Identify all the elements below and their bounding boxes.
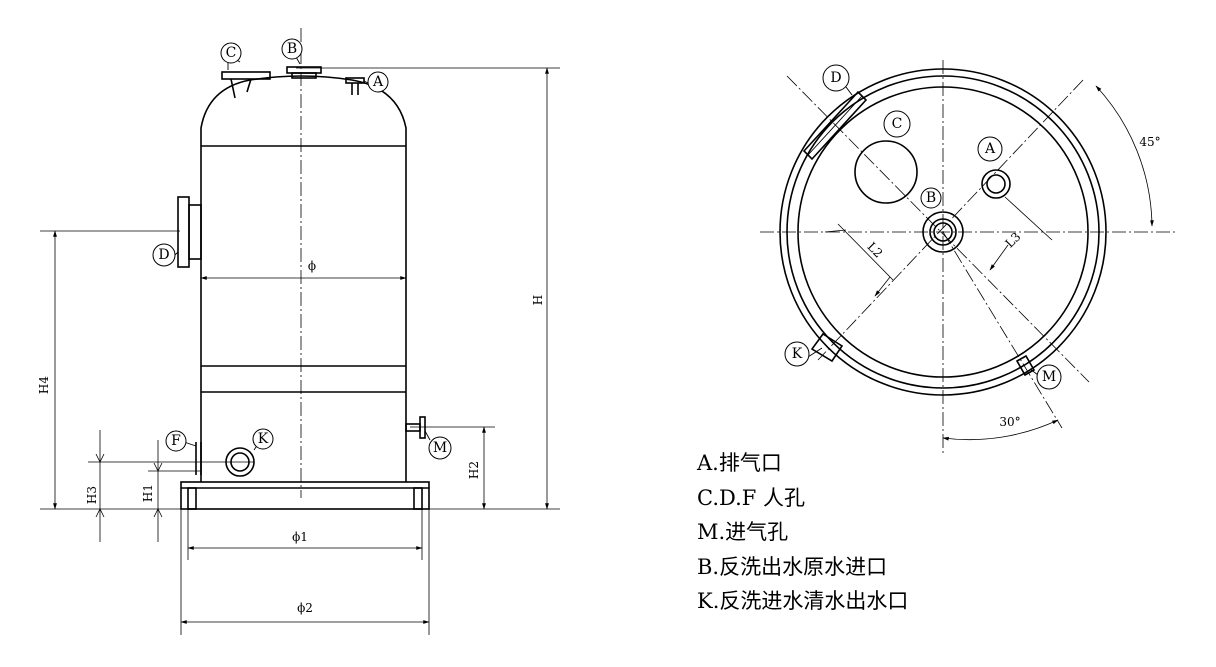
callout-d: D bbox=[152, 243, 176, 267]
top-nozzle-a-inner bbox=[986, 174, 1006, 194]
legend-item-k: K.反洗进水清水出水口 bbox=[697, 589, 909, 613]
svg-text:B: B bbox=[287, 41, 297, 57]
svg-text:K: K bbox=[792, 346, 803, 362]
top-nozzle-a-outer bbox=[981, 169, 1011, 199]
nozzle-legend: A.排气口 C.D.F 人孔 M.进气孔 B.反洗出水原水进口 K.反洗进水清水… bbox=[697, 446, 908, 619]
nozzle-c bbox=[221, 60, 271, 99]
angle-30-label: 30° bbox=[999, 415, 1020, 429]
top-nozzle-b-inner bbox=[933, 222, 953, 242]
h1-label: H1 bbox=[141, 484, 155, 502]
top-leader-k bbox=[807, 347, 823, 358]
h3-arrow-top bbox=[95, 453, 105, 463]
top-nozzle-m bbox=[1015, 354, 1036, 377]
h1-arrow-bottom bbox=[153, 508, 163, 518]
top-callout-a: A bbox=[977, 136, 1003, 162]
top-callout-m: M bbox=[1036, 364, 1062, 390]
leader-m bbox=[424, 430, 431, 441]
nozzle-b bbox=[286, 66, 322, 79]
nozzle-a bbox=[345, 77, 365, 95]
l2-dim-tick bbox=[824, 229, 847, 233]
angle-45-arc bbox=[1095, 85, 1154, 227]
legend-item-b: B.反洗出水原水进口 bbox=[697, 554, 888, 579]
top-leader-d bbox=[845, 86, 853, 96]
leader-a bbox=[363, 80, 369, 84]
callout-k: K bbox=[252, 428, 274, 450]
legend-item-m: M.进气孔 bbox=[697, 520, 789, 544]
leader-d bbox=[174, 251, 179, 256]
front-elevation-view: ϕ ϕ1 ϕ2 H H4 H3 H1 H2 bbox=[37, 28, 560, 635]
l3-label: L3 bbox=[1003, 230, 1024, 251]
top-callout-c: C bbox=[883, 110, 911, 138]
top-plan-view: L2 L3 45° 30° D C A B bbox=[760, 60, 1175, 455]
legend-item-cdf: C.D.F 人孔 bbox=[697, 485, 806, 510]
base-rib-left bbox=[187, 487, 197, 510]
nozzle-m bbox=[405, 416, 426, 439]
callout-f: F bbox=[165, 430, 187, 452]
angle-30-arc bbox=[942, 419, 1059, 441]
svg-text:D: D bbox=[830, 70, 841, 86]
svg-text:C: C bbox=[892, 116, 903, 132]
nozzle-f bbox=[195, 442, 202, 475]
top-callout-b: B bbox=[920, 187, 942, 209]
base-rib-right bbox=[413, 487, 423, 510]
h3-label: H3 bbox=[85, 486, 99, 504]
h1-arrow-top bbox=[153, 462, 163, 472]
svg-text:C: C bbox=[226, 45, 237, 61]
top-callout-d: D bbox=[822, 64, 850, 92]
legend-item-a: A.排气口 bbox=[697, 451, 782, 475]
svg-text:F: F bbox=[171, 433, 181, 449]
svg-text:B: B bbox=[926, 190, 936, 206]
top-callout-k: K bbox=[784, 341, 810, 367]
l2-dim-line bbox=[837, 223, 894, 281]
top-manhole-c bbox=[854, 140, 918, 204]
top-nozzle-b-outer bbox=[922, 211, 964, 253]
phi2-label: ϕ2 bbox=[297, 601, 313, 615]
svg-text:A: A bbox=[984, 141, 996, 157]
svg-text:A: A bbox=[372, 74, 384, 90]
l2-label: L2 bbox=[865, 240, 886, 261]
base-support-ring bbox=[180, 481, 430, 510]
l2-arrow bbox=[874, 276, 891, 297]
h3-arrow-bottom bbox=[95, 508, 105, 518]
diameter-label: ϕ bbox=[308, 259, 316, 273]
top-nozzle-b-middle bbox=[929, 218, 957, 246]
l3-dim-line bbox=[1004, 196, 1053, 241]
top-leader-m bbox=[1029, 368, 1039, 376]
svg-text:M: M bbox=[1042, 369, 1056, 385]
callout-a: A bbox=[367, 71, 389, 93]
top-nozzle-k bbox=[810, 332, 844, 363]
h4-label: H4 bbox=[37, 376, 51, 394]
top-view-diagonal-k bbox=[817, 79, 1084, 361]
svg-text:D: D bbox=[158, 247, 169, 263]
svg-text:K: K bbox=[258, 431, 269, 447]
svg-text:M: M bbox=[433, 440, 447, 456]
h2-label: H2 bbox=[467, 461, 481, 479]
callout-c: C bbox=[220, 42, 242, 64]
top-view-m-line bbox=[942, 231, 1063, 429]
callout-m: M bbox=[428, 436, 452, 460]
phi1-label: ϕ1 bbox=[292, 530, 308, 544]
top-view-diagonal-d bbox=[786, 75, 1090, 383]
l3-arrow bbox=[989, 244, 1009, 271]
height-label: H bbox=[531, 295, 545, 305]
angle-45-label: 45° bbox=[1139, 135, 1160, 149]
callout-b: B bbox=[281, 38, 303, 60]
top-manhole-d bbox=[802, 90, 868, 161]
manhole-d bbox=[177, 196, 202, 268]
vessel-top-head bbox=[200, 75, 407, 146]
